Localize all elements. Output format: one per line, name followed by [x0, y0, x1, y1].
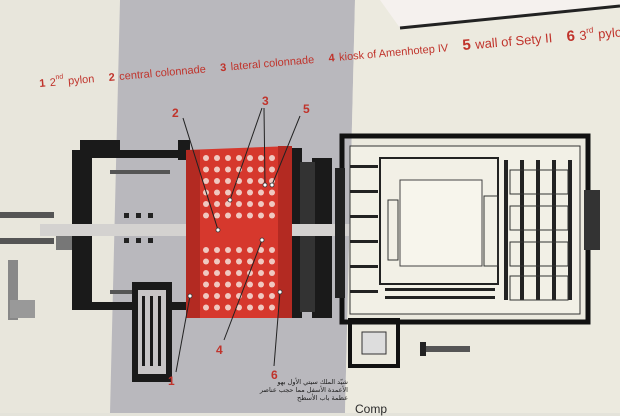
callout-lines — [175, 107, 301, 373]
legend-num-6: 6 — [565, 27, 576, 46]
callout-5: 5 — [303, 102, 310, 116]
left-structures — [0, 212, 74, 320]
callout-3: 3 — [262, 94, 269, 108]
legend-num-2: 2 — [108, 71, 116, 85]
callout-6: 6 — [271, 368, 278, 382]
legend-text-1: pylon — [67, 73, 95, 88]
legend-num-3: 3 — [219, 62, 227, 75]
callout-1: 1 — [168, 374, 175, 388]
caption-text: Comp — [355, 402, 388, 416]
top-white-board — [380, 0, 620, 28]
arabic-note: شيّد الملك سيتي الأول بهو الأعمدة الأسفل… — [259, 378, 348, 402]
colonnade-pillars — [203, 155, 275, 311]
legend-num-1: 1 — [38, 77, 46, 91]
inner-temple — [335, 133, 600, 368]
board-edge — [399, 4, 620, 30]
legend-num-5: 5 — [461, 36, 472, 55]
legend-sup-6: rd — [585, 25, 594, 36]
callout-dots — [187, 182, 283, 299]
lower-building — [132, 282, 172, 382]
legend-num-4: 4 — [328, 52, 336, 66]
colonnade-highlight — [186, 146, 292, 318]
callout-2: 2 — [172, 106, 179, 120]
legend-text-6: pylon — [597, 23, 620, 42]
legend-sup-1: nd — [55, 73, 64, 82]
callout-4: 4 — [216, 343, 223, 357]
left-panel — [0, 0, 120, 413]
